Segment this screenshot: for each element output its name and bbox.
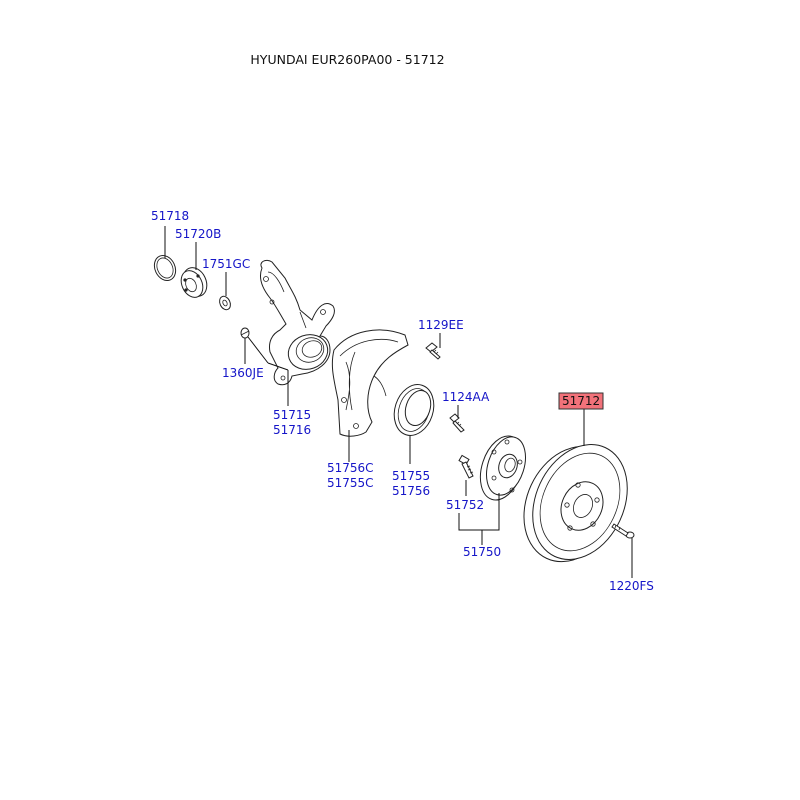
disc-screw-part [611,523,635,539]
hub-bolt-part [458,454,474,479]
label-51752[interactable]: 51752 [446,498,484,512]
label-51755c[interactable]: 51755C [327,476,374,490]
wheel-hub-part [479,435,526,501]
label-51720b[interactable]: 51720B [175,227,221,241]
label-51756c[interactable]: 51756C [327,461,374,475]
leader-lines [164,226,633,578]
oil-seal-part [393,384,435,436]
label-1360je[interactable]: 1360JE [222,366,264,380]
bearing-part [180,267,208,298]
label-1220fs[interactable]: 1220FS [609,579,654,593]
nut-part [240,327,250,339]
diagram-title: HYUNDAI EUR260PA00 - 51712 [250,52,445,67]
label-51756[interactable]: 51756 [392,484,430,498]
bolt-1129ee-part [425,342,441,360]
label-1129ee[interactable]: 1129EE [418,318,464,332]
steering-knuckle-part [259,259,335,386]
label-51750[interactable]: 51750 [463,545,501,559]
label-1751gc[interactable]: 1751GC [202,257,250,271]
brake-disc-part [523,444,628,563]
bolt-1124aa-part [449,413,465,433]
washer-part [219,295,231,311]
label-1124aa[interactable]: 1124AA [442,390,490,404]
label-51715[interactable]: 51715 [273,408,311,422]
label-51716[interactable]: 51716 [273,423,311,437]
highlighted-part-box [558,392,604,410]
dust-shield-part [331,329,409,437]
label-51712[interactable]: 51712 [562,394,600,408]
label-51755[interactable]: 51755 [392,469,430,483]
snap-ring-part [153,254,177,282]
label-51718[interactable]: 51718 [151,209,189,223]
